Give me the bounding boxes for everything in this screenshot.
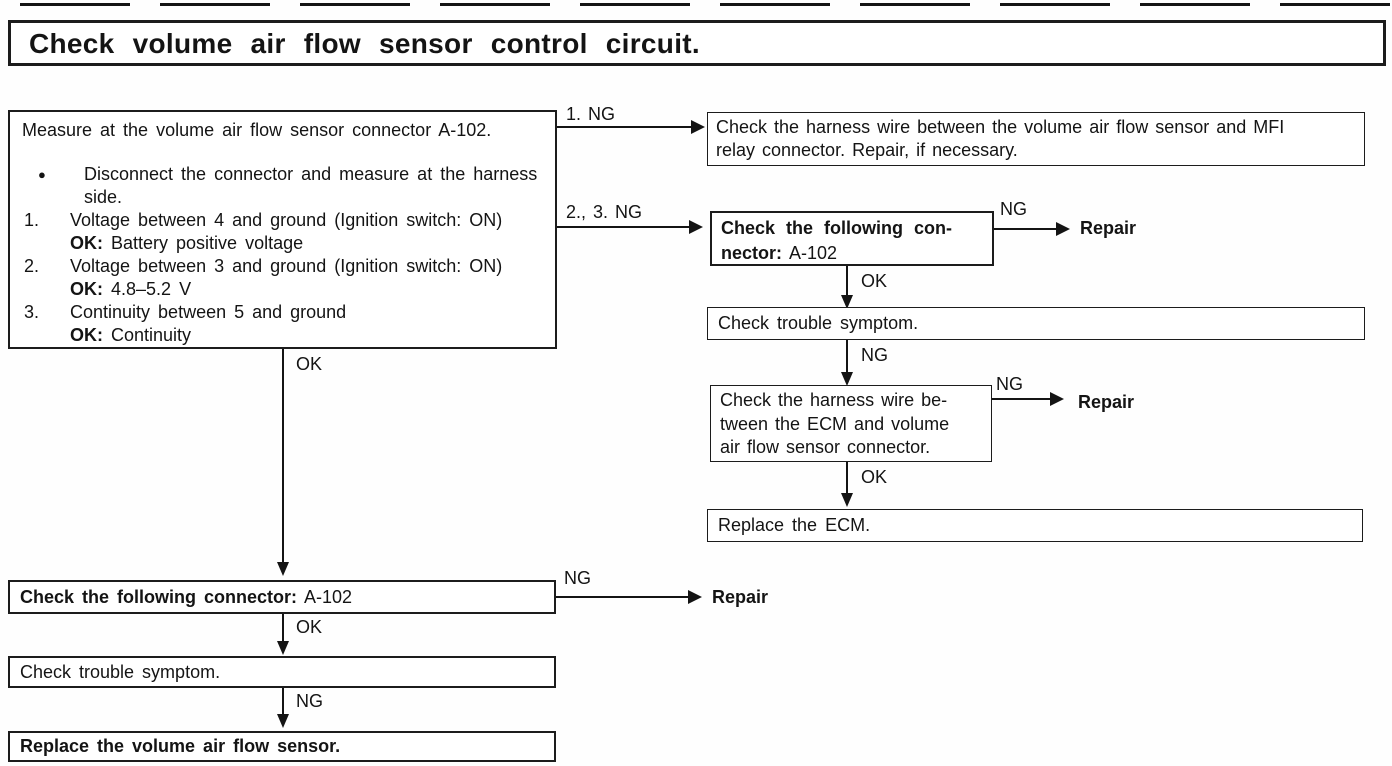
connector-a102-box-right: Check the following con- nector: A-102: [710, 211, 994, 266]
flow-line-1ng: [557, 126, 693, 128]
connector-box-label: Check the following con- nector:: [721, 218, 953, 263]
replace-sensor-box: Replace the volume air flow sensor.: [8, 731, 556, 762]
flow-line-ok: [846, 266, 848, 298]
trouble-symptom-box-right: Check trouble symptom.: [707, 307, 1365, 340]
flow-line-ng: [846, 340, 848, 374]
ecm-harness-box: Check the harness wire be- tween the ECM…: [710, 385, 992, 462]
bullet-icon: ●: [38, 167, 46, 182]
repair-label: Repair: [1078, 392, 1135, 412]
arrowhead-right-icon: [688, 590, 702, 604]
step-text: Voltage between 4 and ground (Ignition s…: [70, 210, 503, 230]
ok-value: 4.8–5.2 V: [111, 279, 192, 299]
ok-label: OK:: [70, 325, 103, 345]
arrowhead-down-icon: [841, 372, 853, 386]
main-measure-box: Measure at the volume air flow sensor co…: [8, 110, 557, 349]
ok-value: Battery positive voltage: [111, 233, 304, 253]
step-ok-row-2: OK: 4.8–5.2 V: [16, 278, 547, 301]
arrowhead-down-icon: [841, 295, 853, 309]
edge-label-ok: OK: [296, 354, 323, 374]
step-row-3: 3. Continuity between 5 and ground: [16, 301, 547, 324]
ok-label: OK:: [70, 279, 103, 299]
edge-label-ng: NG: [996, 374, 1023, 394]
bullet-text: Disconnect the connector and measure at …: [84, 164, 538, 207]
flow-line-ng: [992, 398, 1050, 400]
step-ok-row-3: OK: Continuity: [16, 324, 547, 347]
page-title: Check volume air flow sensor control cir…: [29, 27, 700, 59]
step-row-1: 1. Voltage between 4 and ground (Ignitio…: [16, 209, 547, 232]
edge-label-ok: OK: [861, 271, 888, 291]
replace-ecm-box: Replace the ECM.: [707, 509, 1363, 542]
edge-label-ok: OK: [861, 467, 888, 487]
step-number: 3.: [24, 302, 40, 322]
step-number: 2.: [24, 256, 40, 276]
step-text: Continuity between 5 and ground: [70, 302, 347, 322]
arrowhead-right-icon: [1050, 392, 1064, 406]
repair-label: Repair: [1080, 218, 1137, 238]
arrowhead-right-icon: [1056, 222, 1070, 236]
scan-artifact-line: [20, 3, 1390, 6]
arrowhead-right-icon: [691, 120, 705, 134]
title-box: Check volume air flow sensor control cir…: [8, 20, 1386, 66]
edge-label-ng: NG: [564, 568, 591, 588]
bullet-row: ● Disconnect the connector and measure a…: [16, 163, 547, 209]
connector-box-value: A-102: [304, 586, 353, 607]
arrowhead-down-icon: [277, 562, 289, 576]
arrowhead-down-icon: [277, 641, 289, 655]
connector-a102-box-left: Check the following connector: A-102: [8, 580, 556, 614]
edge-label-23ng: 2., 3. NG: [566, 202, 643, 222]
edge-label-1ng: 1. NG: [566, 104, 616, 124]
flow-line-ng: [994, 228, 1056, 230]
arrowhead-right-icon: [689, 220, 703, 234]
step-number: 1.: [24, 210, 40, 230]
flow-line-ok: [846, 462, 848, 495]
ok-label: OK:: [70, 233, 103, 253]
mfi-harness-box: Check the harness wire between the volum…: [707, 112, 1365, 166]
ok-value: Continuity: [111, 325, 192, 345]
main-box-intro: Measure at the volume air flow sensor co…: [22, 120, 492, 140]
flow-line-ok-main: [282, 349, 284, 564]
flow-line-23ng: [557, 226, 689, 228]
flow-line-ok: [282, 614, 284, 643]
edge-label-ng: NG: [861, 345, 888, 365]
trouble-symptom-box-left: Check trouble symptom.: [8, 656, 556, 688]
flow-line-ng: [282, 688, 284, 716]
step-ok-row-1: OK: Battery positive voltage: [16, 232, 547, 255]
arrowhead-down-icon: [277, 714, 289, 728]
edge-label-ng: NG: [1000, 199, 1027, 219]
connector-box-label: Check the following connector:: [20, 586, 298, 607]
flow-line-ng: [556, 596, 688, 598]
edge-label-ok: OK: [296, 617, 323, 637]
edge-label-ng: NG: [296, 691, 323, 711]
step-row-2: 2. Voltage between 3 and ground (Ignitio…: [16, 255, 547, 278]
arrowhead-down-icon: [841, 493, 853, 507]
connector-box-value: A-102: [789, 243, 838, 263]
step-text: Voltage between 3 and ground (Ignition s…: [70, 256, 503, 276]
repair-label: Repair: [712, 587, 769, 607]
